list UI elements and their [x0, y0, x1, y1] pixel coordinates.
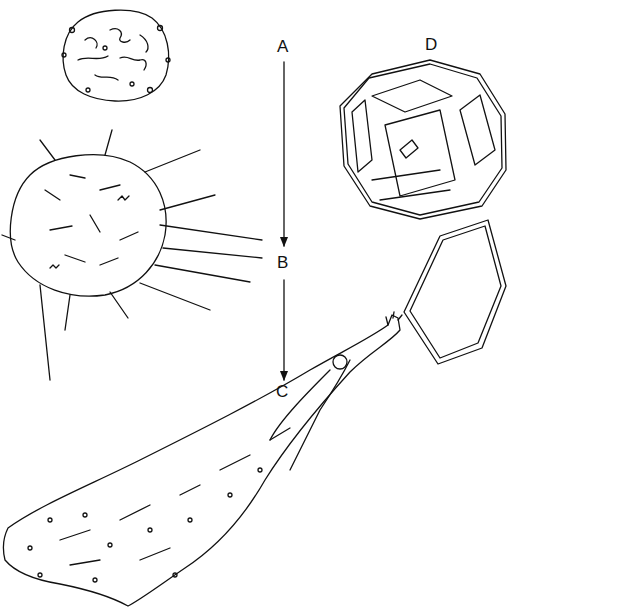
panel-letter: B	[277, 254, 288, 271]
sequence-arrow	[283, 280, 284, 380]
crystal	[404, 220, 506, 364]
crystal	[340, 60, 506, 219]
spiny-cell	[2, 130, 262, 380]
panel-letter: A	[277, 38, 288, 55]
sequence-arrow	[283, 62, 284, 246]
round-cell	[62, 10, 170, 101]
panel-letter: D	[425, 36, 437, 53]
elongated-cell	[4, 312, 402, 606]
panel-letter: C	[276, 383, 288, 400]
